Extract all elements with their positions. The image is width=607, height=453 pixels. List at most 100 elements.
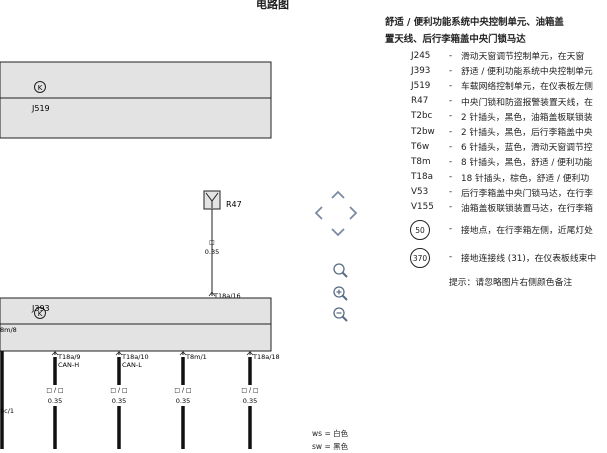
j393-symbol: K xyxy=(38,310,43,318)
antenna-pin-label: T18a/16 xyxy=(213,292,241,300)
left-pin-top: 8m/8 xyxy=(0,326,17,334)
legend-desc: 2 针插头，黑色，后行李箱盖中央 xyxy=(461,128,593,139)
legend-desc: 车载网络控制单元，在仪表板左侧 xyxy=(461,82,593,93)
viewer-title: 电路图 xyxy=(256,0,289,11)
legend-code: T2bc xyxy=(411,111,433,122)
wire-sub-label: CAN-H xyxy=(58,361,79,369)
legend-desc: 8 针插头，黑色，舒适 / 便利功能 xyxy=(461,158,593,169)
left-pin-bottom: bc/1 xyxy=(0,407,14,415)
color-name: 白色 xyxy=(333,429,349,438)
legend-desc: 6 针插头，蓝色，滑动天窗调节控 xyxy=(461,143,593,154)
legend-item: T6w -6 针插头，蓝色，滑动天窗调节控 xyxy=(385,139,607,154)
ground-circle-icon: 50 xyxy=(410,220,430,241)
legend-dash: - xyxy=(449,111,453,122)
legend-dash: - xyxy=(449,202,453,213)
wire-gauge: 0.35 xyxy=(176,397,190,405)
legend-dash: - xyxy=(449,224,453,235)
legend-desc: 2 针插头，黑色，油箱盖板联锁装 xyxy=(461,112,593,123)
color-code: sw xyxy=(312,442,323,451)
wire-pin-label: T18a/9 xyxy=(57,353,81,361)
legend-code: J519 xyxy=(411,80,431,91)
antenna-spec: □ xyxy=(209,239,215,246)
legend-code: V155 xyxy=(411,202,434,213)
legend-code: J393 xyxy=(411,65,431,76)
color-key: ws = 白色 sw = 黑色 xyxy=(312,427,348,453)
pan-controls xyxy=(314,190,358,237)
j393-module-icon xyxy=(34,307,46,319)
j393-label: J393 xyxy=(31,304,50,313)
legend-hint: 提示：请忽略图片右侧颜色备注 xyxy=(449,278,573,289)
wire-spec: □ / □ xyxy=(46,387,63,394)
legend-item: T8m -8 针插头，黑色，舒适 / 便利功能 xyxy=(385,154,607,169)
wire-label-bg xyxy=(109,385,129,406)
color-key-row: sw = 黑色 xyxy=(312,440,348,453)
wire-label-bg xyxy=(45,385,65,406)
legend-desc: 接地连接线 (31)，在仪表板线束中 xyxy=(461,253,597,264)
legend-desc: 接地点，在行李箱左侧，近尾灯处 xyxy=(461,225,593,236)
legend-desc: 滑动天窗调节控制单元，在天窗 xyxy=(461,52,585,63)
legend-dash: - xyxy=(449,187,453,198)
legend-dash: - xyxy=(449,252,453,263)
pan-down-button[interactable] xyxy=(331,228,345,237)
pin-arrow xyxy=(51,351,59,356)
legend-item: R47-中央门锁和防盗报警装置天线，在 xyxy=(385,94,607,109)
wire-label-bg xyxy=(173,385,193,406)
pan-right-button[interactable] xyxy=(349,206,358,220)
legend-dash: - xyxy=(449,50,453,61)
legend-desc: 后行李箱盖中央门锁马达，在行李 xyxy=(461,188,593,199)
pan-left-button[interactable] xyxy=(314,206,323,220)
legend-title: 舒适 / 便利功能系统中央控制单元、油箱盖置天线、后行李箱盖中央门锁马达 xyxy=(385,17,564,45)
j519-module-icon xyxy=(34,81,46,93)
zoom-out-button[interactable] xyxy=(333,307,348,322)
legend-item: J245-滑动天窗调节控制单元，在天窗 xyxy=(385,48,607,63)
legend-item: T18a -18 针插头，棕色，舒适 / 便利功 xyxy=(385,170,607,185)
pan-up-button[interactable] xyxy=(331,190,345,199)
legend-dash: - xyxy=(449,172,453,183)
wire-gauge: 0.35 xyxy=(48,397,62,405)
zoom-in-button[interactable] xyxy=(333,286,348,301)
pin-arrow xyxy=(115,351,123,356)
j519-unit-box xyxy=(0,61,272,139)
ground-circle-icon: 370 xyxy=(410,248,430,269)
r47-label: R47 xyxy=(226,200,242,209)
legend-dash: - xyxy=(449,141,453,152)
zoom-controls xyxy=(333,263,348,322)
legend-item: J393-舒适 / 便利功能系统中央控制单元 xyxy=(385,63,607,78)
legend-item: V53 -后行李箱盖中央门锁马达，在行李 xyxy=(385,185,607,200)
wire-sub-label: CAN-L xyxy=(122,361,142,369)
legend-panel: 舒适 / 便利功能系统中央控制单元、油箱盖置天线、后行李箱盖中央门锁马达 J24… xyxy=(385,14,607,334)
legend-item: T2bw -2 针插头，黑色，后行李箱盖中央 xyxy=(385,124,607,139)
wire-spec: □ / □ xyxy=(110,387,127,394)
pin-arrow xyxy=(246,351,254,356)
legend-item: V155 -油箱盖板联锁装置马达，在行李箱 xyxy=(385,200,607,215)
wire-spec: □ / □ xyxy=(174,387,191,394)
wire-pin-label: T18a/10 xyxy=(121,353,149,361)
wire-pin-label: T8m/1 xyxy=(185,353,207,361)
antenna-pin-arrow xyxy=(208,291,216,297)
legend-dash: - xyxy=(449,80,453,91)
color-key-row: ws = 白色 xyxy=(312,427,348,440)
wire-spec: □ / □ xyxy=(241,387,258,394)
wiring-diagram: K J519 R47 □ 0.35 T18a/16 K J393 8m/8 T1… xyxy=(0,61,280,449)
legend-code: T2bw xyxy=(411,126,435,137)
legend-ground-item: 50 -接地点，在行李箱左侧，近尾灯处 xyxy=(385,215,607,243)
legend-item: J519 -车载网络控制单元，在仪表板左侧 xyxy=(385,78,607,93)
r47-antenna-icon xyxy=(205,192,219,208)
j519-symbol: K xyxy=(38,84,43,92)
legend-desc: 中央门锁和防盗报警装置天线，在 xyxy=(461,97,593,108)
legend-code: T8m xyxy=(411,156,431,167)
color-code: ws xyxy=(312,429,323,438)
legend-dash: - xyxy=(449,156,453,167)
legend-code: V53 xyxy=(411,187,429,198)
legend-code: T6w xyxy=(411,141,430,152)
j519-label: J519 xyxy=(31,104,50,113)
legend-code: R47 xyxy=(411,96,429,107)
zoom-reset-button[interactable] xyxy=(333,263,348,278)
legend-item: T2bc -2 针插头，黑色，油箱盖板联锁装 xyxy=(385,109,607,124)
legend-code: T18a xyxy=(411,172,433,183)
legend-desc: 油箱盖板联锁装置马达，在行李箱 xyxy=(461,203,593,214)
color-eq: = xyxy=(324,442,331,451)
legend-dash: - xyxy=(449,126,453,137)
legend-desc: 18 针插头，棕色，舒适 / 便利功 xyxy=(461,173,590,184)
